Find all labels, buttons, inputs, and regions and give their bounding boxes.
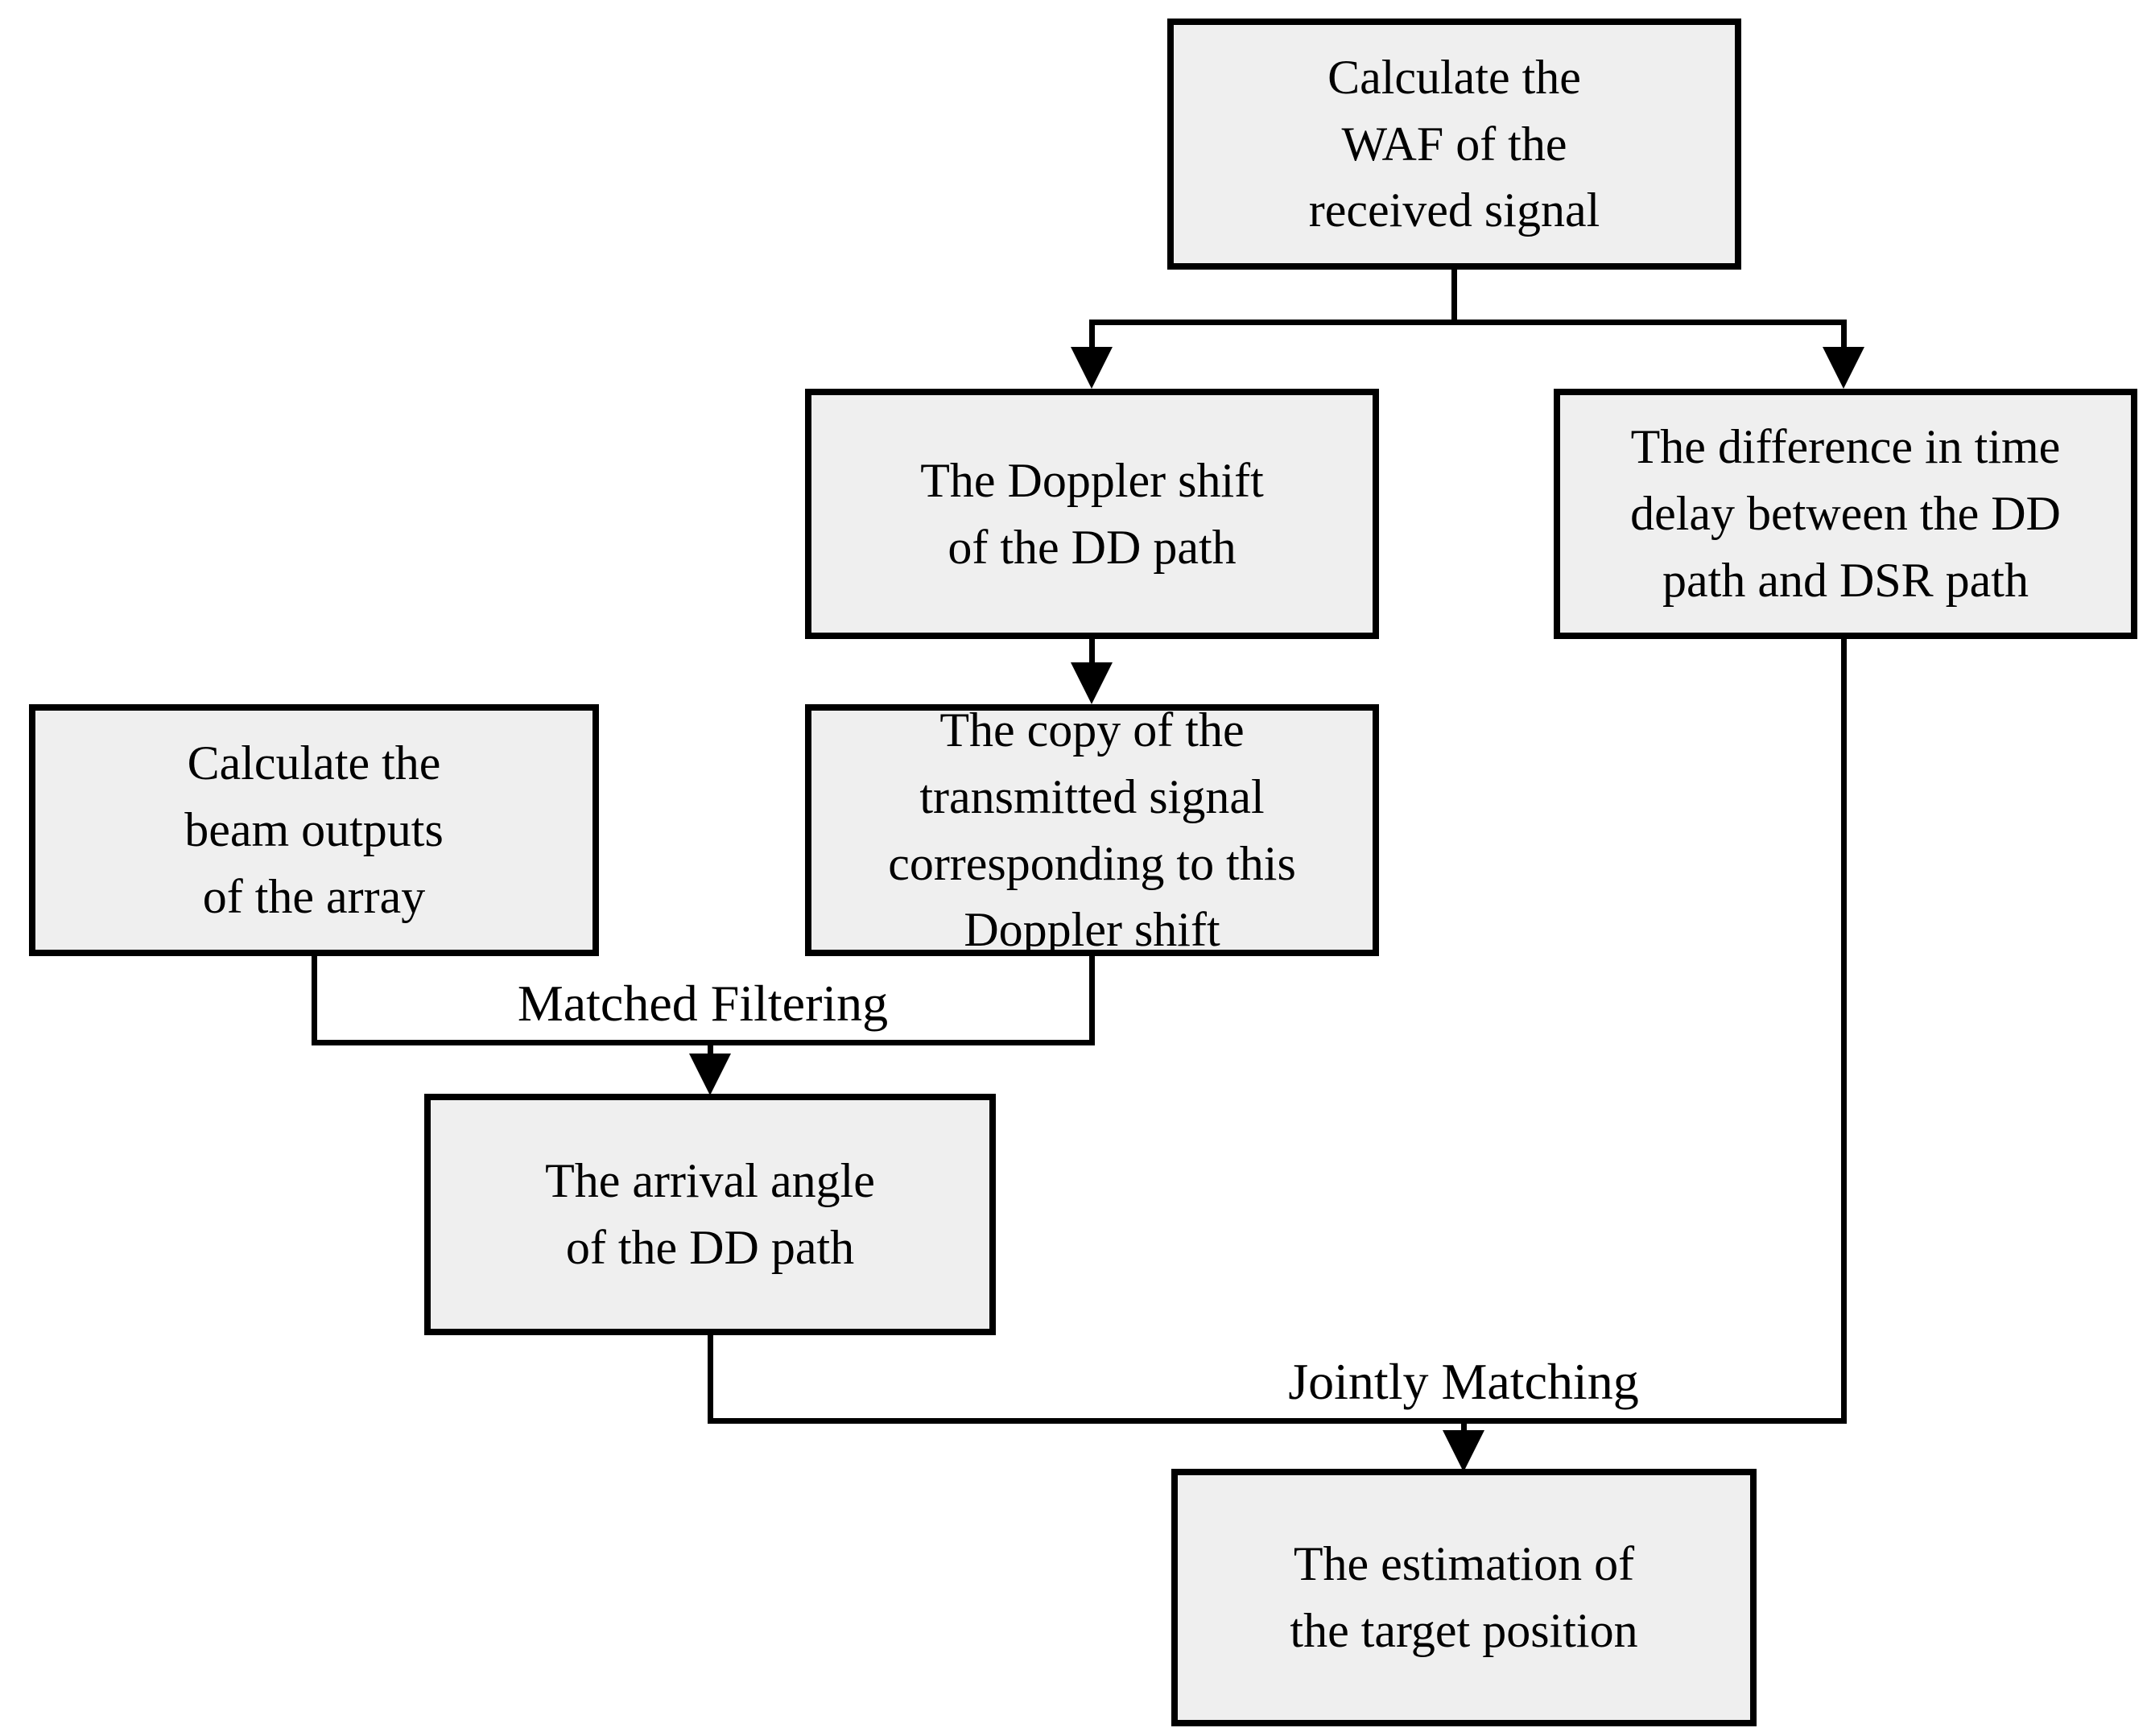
connector-line [1451, 270, 1457, 323]
flow-box-calculate-waf: Calculate the WAF of the received signal [1167, 19, 1741, 270]
connector-line [312, 1040, 1095, 1045]
edge-label-matched-filtering: Matched Filtering [517, 975, 889, 1032]
arrow-down-icon [1071, 347, 1113, 389]
flow-box-doppler-shift-label: The Doppler shift of the DD path [920, 453, 1264, 574]
flow-box-arrival-angle-label: The arrival angle of the DD path [545, 1154, 875, 1274]
flow-box-target-position-estimation: The estimation of the target position [1171, 1469, 1757, 1726]
arrow-down-icon [1443, 1430, 1484, 1472]
flow-box-transmitted-signal-copy: The copy of the transmitted signal corre… [805, 703, 1379, 956]
flow-box-beam-outputs: Calculate the beam outputs of the array [29, 704, 599, 956]
connector-line [708, 1040, 713, 1060]
connector-line [1089, 320, 1847, 325]
flow-box-target-position-estimation-label: The estimation of the target position [1290, 1537, 1638, 1657]
edge-label-jointly-matching: Jointly Matching [1288, 1353, 1639, 1410]
arrow-down-icon [1823, 347, 1864, 389]
connector-line [312, 956, 317, 1045]
flow-box-time-delay-difference-label: The difference in time delay between the… [1630, 420, 2061, 607]
connector-line [1841, 322, 1847, 354]
connector-line [1461, 1418, 1467, 1438]
flow-box-time-delay-difference: The difference in time delay between the… [1554, 389, 2137, 639]
flow-box-doppler-shift: The Doppler shift of the DD path [805, 389, 1379, 639]
arrow-down-icon [689, 1054, 731, 1095]
connector-line [1089, 322, 1095, 354]
flow-box-beam-outputs-label: Calculate the beam outputs of the array [184, 736, 444, 923]
flow-box-transmitted-signal-copy-label: The copy of the transmitted signal corre… [888, 703, 1296, 957]
connector-line [1841, 639, 1847, 1424]
flow-box-arrival-angle: The arrival angle of the DD path [424, 1094, 996, 1335]
flow-box-calculate-waf-label: Calculate the WAF of the received signal [1308, 50, 1600, 237]
arrow-down-icon [1071, 662, 1113, 704]
connector-line [708, 1335, 713, 1424]
connector-line [1089, 639, 1095, 667]
connector-line [708, 1418, 1847, 1424]
connector-line [1089, 956, 1095, 1045]
